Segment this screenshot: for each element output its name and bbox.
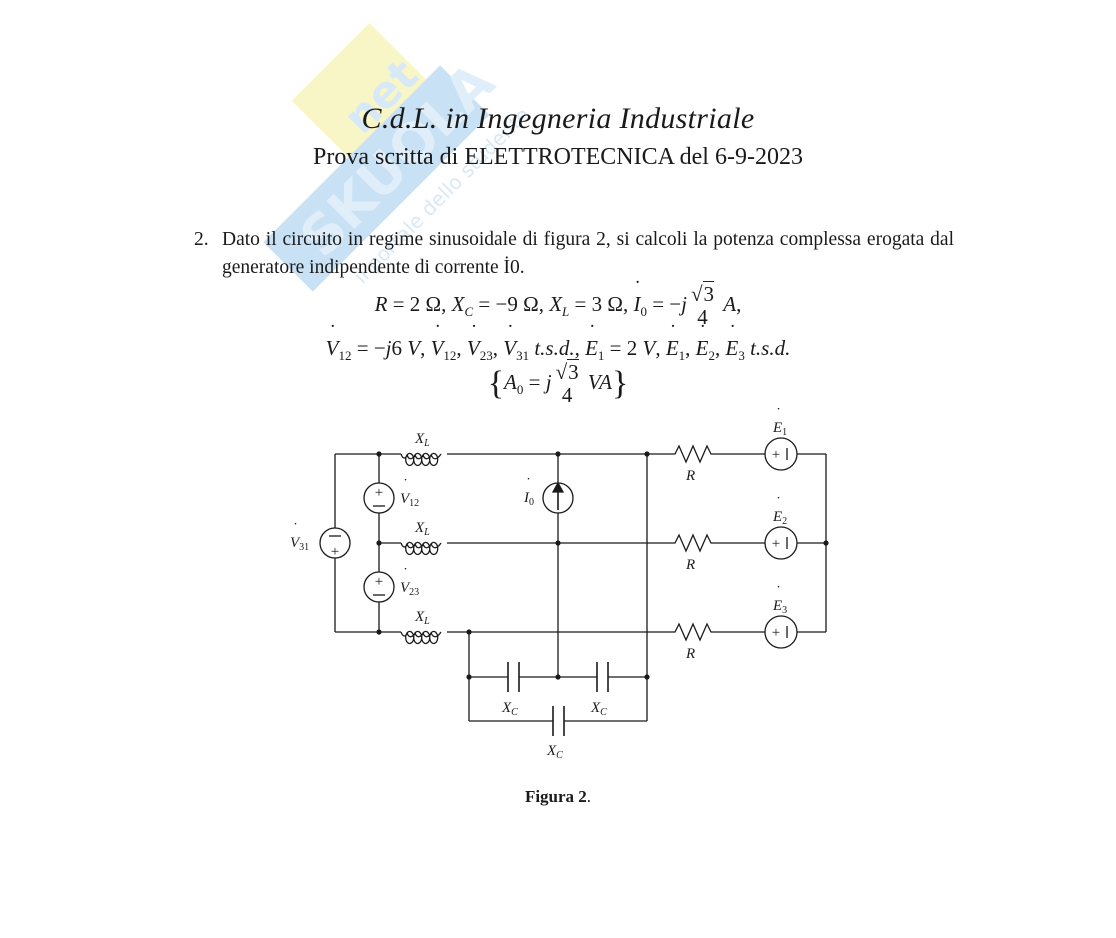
voltage-source-e3: + (764, 615, 798, 649)
label-r-middle: R (685, 557, 695, 573)
label-e2: E2 (772, 509, 787, 527)
voltage-source-v31: + (319, 527, 351, 560)
problem-text: Dato il circuito in regime sinusoidale d… (222, 229, 954, 278)
resistor-r-bottom (671, 622, 713, 642)
label-v31: V31 (290, 535, 309, 553)
svg-text:˙: ˙ (293, 521, 298, 537)
svg-text:˙: ˙ (403, 566, 408, 582)
svg-text:˙: ˙ (776, 406, 781, 422)
label-v12: V12 (400, 491, 419, 509)
voltage-source-e1: + (764, 437, 798, 471)
inductor-xl-top (400, 452, 442, 467)
capacitor-xc-left (507, 662, 520, 692)
label-xc-right: XC (590, 700, 607, 718)
label-xc-left: XC (501, 700, 518, 718)
label-i0: I0 (523, 490, 534, 508)
data-line-1: R = 2 Ω, XC = −9 Ω, XL = 3 Ω, I0 = −j√34… (0, 281, 1116, 329)
svg-text:+: + (772, 536, 780, 552)
label-xl-middle: XL (414, 520, 430, 538)
capacitor-xc-right (596, 662, 609, 692)
label-xl-top: XL (414, 431, 430, 449)
inductor-xl-middle (400, 541, 442, 556)
problem-number: 2. (194, 229, 209, 250)
label-xc-bottom: XC (546, 743, 563, 761)
data-line-2: V12 = −j6 V, V12, V23, V31 t.s.d., E1 = … (0, 336, 1116, 364)
figure-caption-label: Figura 2 (524, 787, 587, 806)
inductor-xl-bottom (400, 630, 442, 645)
current-source-i0 (542, 481, 574, 514)
label-r-bottom: R (685, 646, 695, 662)
svg-text:+: + (772, 625, 780, 641)
voltage-source-v23: + (363, 571, 395, 603)
label-e3: E3 (772, 598, 787, 616)
course-title: C.d.L. in Ingegneria Industriale (361, 102, 755, 135)
figure-caption: Figura 2. (0, 787, 1116, 807)
arrow-up-icon (551, 481, 565, 493)
figure-caption-suffix: . (586, 787, 592, 806)
svg-text:+: + (772, 447, 780, 463)
capacitor-xc-bottom (552, 706, 565, 736)
junction-dots (376, 451, 829, 680)
svg-text:˙: ˙ (776, 495, 781, 511)
label-v23: V23 (400, 580, 419, 598)
plus-sign-icon: + (331, 544, 339, 560)
exam-subtitle: Prova scritta di ELETTROTECNICA del 6-9-… (313, 144, 803, 170)
problem-statement: 2. Dato il circuito in regime sinusoidal… (194, 226, 954, 282)
resistor-r-middle (671, 533, 713, 553)
voltage-source-e2: + (764, 526, 798, 560)
label-e1: E1 (772, 420, 787, 438)
resistor-r-top (671, 444, 713, 464)
plus-sign-icon: + (375, 485, 383, 501)
svg-text:˙: ˙ (526, 476, 531, 492)
label-r-top: R (685, 468, 695, 484)
svg-text:˙: ˙ (403, 477, 408, 493)
label-xl-bottom: XL (414, 609, 430, 627)
voltage-source-v12: + (363, 482, 395, 514)
plus-sign-icon: + (375, 574, 383, 590)
svg-text:˙: ˙ (776, 584, 781, 600)
